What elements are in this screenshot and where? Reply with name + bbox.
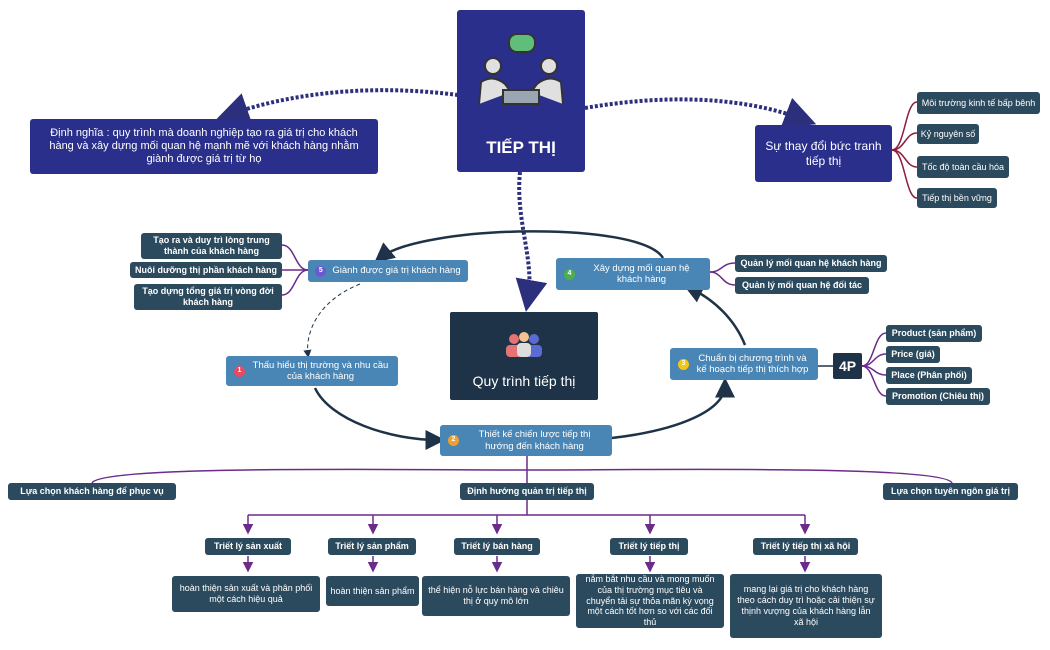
mix-item-label: Place (Phân phối) <box>891 370 967 381</box>
team-icon <box>506 332 542 357</box>
step-5[interactable]: 5 Giành được giá trị khách hàng <box>308 260 468 282</box>
mix-4p-label: 4P <box>838 357 857 374</box>
strategy-orientation[interactable]: Định hướng quản trị tiếp thị <box>460 483 594 500</box>
philosophy-production[interactable]: Triết lý sản xuất <box>205 538 291 555</box>
capture-item-label: Tạo dựng tổng giá trị vòng đời khách hàn… <box>142 286 274 307</box>
mix-4p[interactable]: 4P <box>833 353 862 379</box>
philosophy-desc-product[interactable]: hoàn thiện sản phẩm <box>326 576 419 606</box>
philosophy-societal[interactable]: Triết lý tiếp thị xã hội <box>753 538 858 555</box>
philosophy-label: Triết lý tiếp thị xã hội <box>760 541 851 552</box>
step-number-4: 4 <box>564 268 575 280</box>
mix-item-place[interactable]: Place (Phân phối) <box>886 367 972 384</box>
philosophy-desc-marketing[interactable]: nắm bắt nhu cầu và mong muốn của thị trư… <box>576 574 724 628</box>
step-label: Xây dựng mối quan hệ khách hàng <box>593 262 690 285</box>
landscape-item-label: Môi trường kinh tế bấp bênh <box>921 97 1036 108</box>
landscape-item-3[interactable]: Tốc độ toàn cầu hóa <box>917 156 1009 178</box>
landscape-item-label: Kỷ nguyên số <box>920 128 976 139</box>
landscape-title: Sự thay đổi bức tranh tiếp thị <box>765 139 882 168</box>
strategy-label: Lựa chọn khách hàng để phục vụ <box>20 486 164 497</box>
mix-item-product[interactable]: Product (sản phẩm) <box>886 325 982 342</box>
philosophy-desc-production[interactable]: hoàn thiện sản xuất và phân phối một các… <box>172 576 320 612</box>
process-title: Quy trình tiếp thị <box>472 373 576 390</box>
relation-item-2[interactable]: Quản lý mối quan hệ đối tác <box>735 277 869 294</box>
philosophy-marketing[interactable]: Triết lý tiếp thị <box>610 538 688 555</box>
definition-box[interactable]: Định nghĩa : quy trình mà doanh nghiệp t… <box>30 119 378 174</box>
philosophy-label: Triết lý sản phẩm <box>335 541 409 552</box>
philosophy-desc-societal[interactable]: mang lại giá trị cho khách hàng theo các… <box>730 574 882 638</box>
step-label: Chuẩn bị chương trình và kế hoạch tiếp t… <box>696 352 809 375</box>
step-number-2: 2 <box>448 435 459 446</box>
step-label: Thấu hiểu thị trường và nhu cầu của khác… <box>252 359 389 382</box>
strategy-label: Lựa chọn tuyên ngôn giá trị <box>890 486 1011 497</box>
mix-item-price[interactable]: Price (giá) <box>886 346 940 363</box>
philosophy-desc-text: hoàn thiện sản xuất và phân phối một các… <box>179 583 313 604</box>
step-label: Giành được giá trị khách hàng <box>332 265 461 277</box>
philosophy-label: Triết lý bán hàng <box>461 541 533 552</box>
strategy-value-proposition[interactable]: Lựa chọn tuyên ngôn giá trị <box>883 483 1018 500</box>
step-1[interactable]: 1 Thấu hiểu thị trường và nhu cầu của kh… <box>226 356 398 386</box>
landscape-item-4[interactable]: Tiếp thị bền vững <box>917 188 997 208</box>
strategy-label: Định hướng quản trị tiếp thị <box>467 486 587 497</box>
step-number-3: 3 <box>678 358 689 370</box>
capture-item-3[interactable]: Tạo dựng tổng giá trị vòng đời khách hàn… <box>134 284 282 310</box>
landscape-item-2[interactable]: Kỷ nguyên số <box>917 124 979 144</box>
capture-item-1[interactable]: Tạo ra và duy trì lòng trung thành của k… <box>141 233 282 259</box>
relation-item-label: Quản lý mối quan hệ khách hàng <box>740 258 882 269</box>
mix-item-promotion[interactable]: Promotion (Chiêu thị) <box>886 388 990 405</box>
philosophy-desc-selling[interactable]: thể hiện nỗ lực bán hàng và chiêu thị ở … <box>422 576 570 616</box>
landscape-item-label: Tốc độ toàn cầu hóa <box>921 161 1005 172</box>
mix-item-label: Price (giá) <box>891 349 935 360</box>
landscape-item-label: Tiếp thị bền vững <box>922 192 992 203</box>
mix-item-label: Product (sản phẩm) <box>891 328 977 339</box>
philosophy-product[interactable]: Triết lý sản phẩm <box>328 538 416 555</box>
philosophy-desc-text: nắm bắt nhu cầu và mong muốn của thị trư… <box>585 574 715 628</box>
meeting-people-icon <box>478 33 564 105</box>
step-label: Thiết kế chiến lược tiếp thị hướng đến k… <box>478 429 591 452</box>
step-number-1: 1 <box>234 365 245 377</box>
step-3[interactable]: 3 Chuẩn bị chương trình và kế hoạch tiếp… <box>670 348 818 380</box>
process-topic[interactable]: Quy trình tiếp thị <box>450 312 598 400</box>
philosophy-desc-text: mang lại giá trị cho khách hàng theo các… <box>737 584 875 627</box>
capture-item-2[interactable]: Nuôi dưỡng thị phần khách hàng <box>130 262 282 278</box>
philosophy-desc-text: hoàn thiện sản phẩm <box>330 585 415 596</box>
step-4[interactable]: 4 Xây dựng mối quan hệ khách hàng <box>556 258 710 290</box>
strategy-target-customers[interactable]: Lựa chọn khách hàng để phục vụ <box>8 483 176 500</box>
philosophy-label: Triết lý sản xuất <box>213 541 283 552</box>
central-title: TIẾP THỊ <box>486 137 556 157</box>
step-number-5: 5 <box>315 265 327 277</box>
step-2[interactable]: 2 Thiết kế chiến lược tiếp thị hướng đến… <box>440 425 612 456</box>
capture-item-label: Nuôi dưỡng thị phần khách hàng <box>135 264 277 275</box>
mix-item-label: Promotion (Chiêu thị) <box>892 391 984 402</box>
philosophy-selling[interactable]: Triết lý bán hàng <box>454 538 540 555</box>
relation-item-1[interactable]: Quản lý mối quan hệ khách hàng <box>735 255 887 272</box>
landscape-topic[interactable]: Sự thay đổi bức tranh tiếp thị <box>755 125 892 182</box>
central-topic[interactable]: TIẾP THỊ <box>457 10 585 172</box>
philosophy-label: Triết lý tiếp thị <box>618 541 680 552</box>
landscape-item-1[interactable]: Môi trường kinh tế bấp bênh <box>917 92 1040 114</box>
relation-item-label: Quản lý mối quan hệ đối tác <box>741 280 862 291</box>
definition-text: Định nghĩa : quy trình mà doanh nghiệp t… <box>49 126 359 166</box>
philosophy-desc-text: thể hiện nỗ lực bán hàng và chiêu thị ở … <box>428 585 564 606</box>
capture-item-label: Tạo ra và duy trì lòng trung thành của k… <box>153 235 270 256</box>
